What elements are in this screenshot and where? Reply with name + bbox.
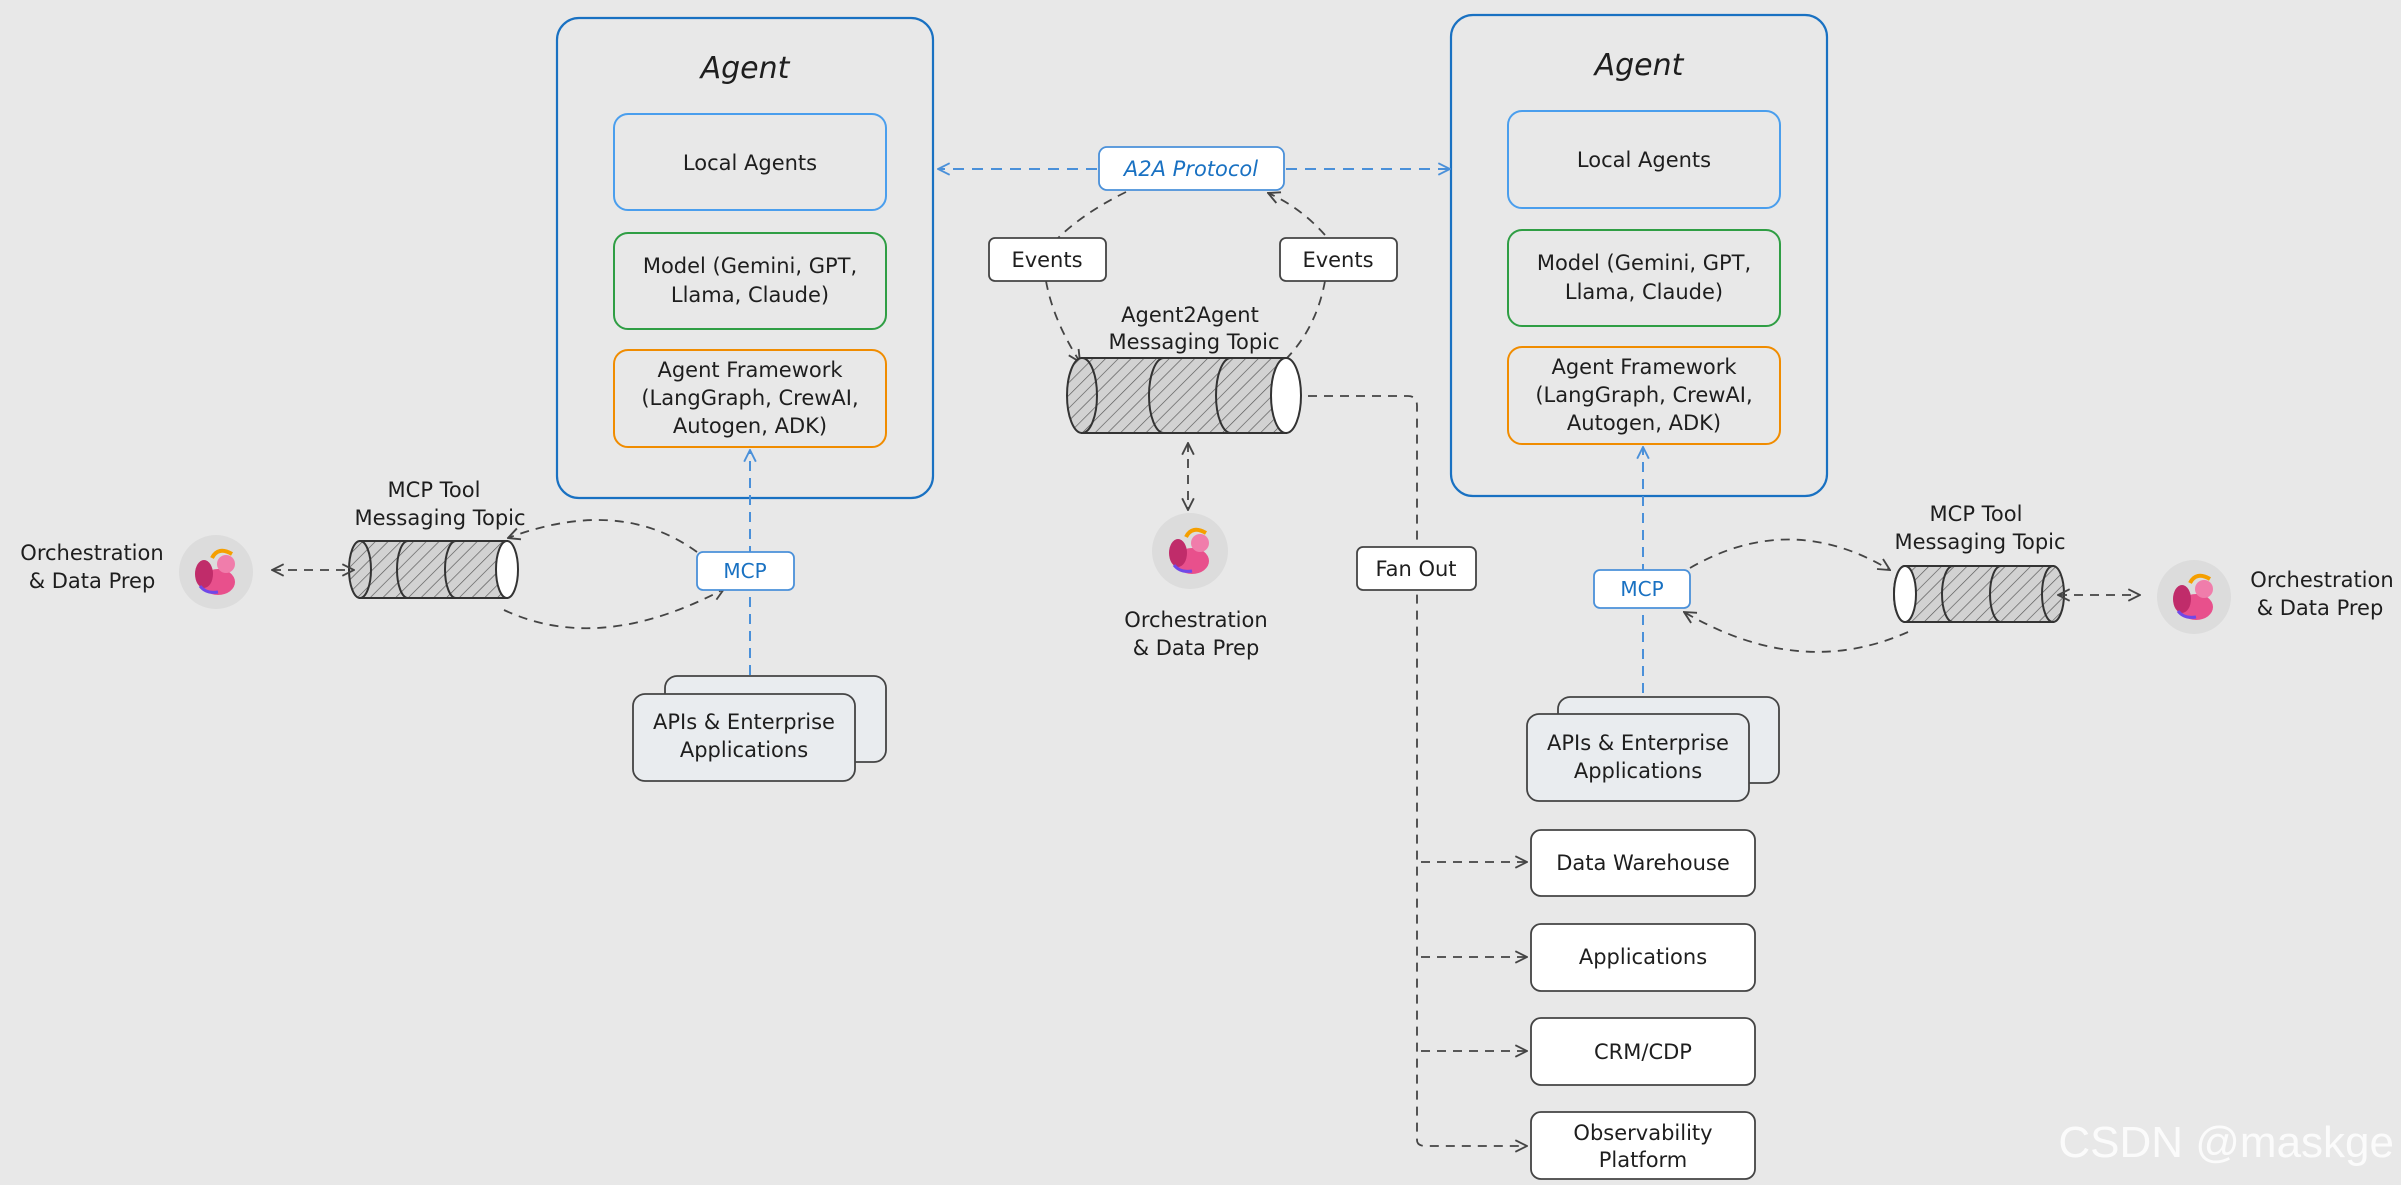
flink-squirrel-icon-left xyxy=(179,535,253,609)
svg-text:APIs & Enterprise: APIs & Enterprise xyxy=(653,710,835,734)
svg-text:Llama, Claude): Llama, Claude) xyxy=(1565,280,1723,304)
svg-text:Applications: Applications xyxy=(680,738,808,762)
apis-stack-right[interactable]: APIs & Enterprise Applications xyxy=(1526,696,1780,802)
svg-text:(LangGraph, CrewAI,: (LangGraph, CrewAI, xyxy=(641,386,858,410)
mcp-topic-left-cylinder-icon[interactable] xyxy=(348,540,519,599)
orchestration-label-center-line1: Orchestration xyxy=(1124,608,1267,632)
mcp-box-left[interactable]: MCP xyxy=(696,551,795,591)
a2a-topic-cylinder-icon[interactable] xyxy=(1066,357,1302,434)
svg-text:Local Agents: Local Agents xyxy=(1577,148,1711,172)
a2a-protocol-box[interactable]: A2A Protocol xyxy=(1098,146,1285,191)
svg-text:CRM/CDP: CRM/CDP xyxy=(1594,1040,1692,1064)
svg-text:Agent Framework: Agent Framework xyxy=(1551,355,1737,379)
crm-cdp-box[interactable]: CRM/CDP xyxy=(1530,1017,1756,1086)
fan-out-lines xyxy=(1308,395,1527,1146)
agent-left: Agent Local Agents Model (Gemini, GPT, L… xyxy=(555,16,935,500)
svg-text:Model (Gemini, GPT,: Model (Gemini, GPT, xyxy=(643,254,857,278)
framework-box-right[interactable]: Agent Framework (LangGraph, CrewAI, Auto… xyxy=(1507,346,1781,445)
svg-text:Llama, Claude): Llama, Claude) xyxy=(671,283,829,307)
svg-text:Applications: Applications xyxy=(1574,759,1702,783)
orchestration-label-right-line1: Orchestration xyxy=(2250,568,2393,592)
events-connectors xyxy=(1045,191,1326,362)
orchestration-label-left-line1: Orchestration xyxy=(20,541,163,565)
svg-text:MCP: MCP xyxy=(1620,577,1663,601)
svg-text:Applications: Applications xyxy=(1579,945,1707,969)
svg-text:Autogen, ADK): Autogen, ADK) xyxy=(673,414,827,438)
svg-text:Autogen, ADK): Autogen, ADK) xyxy=(1567,411,1721,435)
svg-text:Events: Events xyxy=(1302,248,1373,272)
local-agents-box-right[interactable]: Local Agents xyxy=(1507,110,1781,209)
svg-text:Data Warehouse: Data Warehouse xyxy=(1556,851,1730,875)
svg-text:Model (Gemini, GPT,: Model (Gemini, GPT, xyxy=(1537,251,1751,275)
events-box-right[interactable]: Events xyxy=(1279,237,1398,282)
a2a-topic-label-line1: Agent2Agent xyxy=(1121,303,1259,327)
svg-text:Observability: Observability xyxy=(1573,1121,1712,1145)
mcp-topic-right-line2: Messaging Topic xyxy=(1894,530,2065,554)
svg-text:APIs & Enterprise: APIs & Enterprise xyxy=(1547,731,1729,755)
flink-squirrel-icon-center xyxy=(1152,513,1228,589)
events-box-left[interactable]: Events xyxy=(988,237,1107,282)
mcp-topic-left-line1: MCP Tool xyxy=(388,478,481,502)
applications-box[interactable]: Applications xyxy=(1530,923,1756,992)
framework-box-left[interactable]: Agent Framework (LangGraph, CrewAI, Auto… xyxy=(613,349,887,448)
svg-text:Events: Events xyxy=(1011,248,1082,272)
svg-text:MCP: MCP xyxy=(723,559,766,583)
a2a-topic-label-line2: Messaging Topic xyxy=(1108,330,1279,354)
csdn-watermark: CSDN @maskge xyxy=(2058,1118,2394,1167)
data-warehouse-box[interactable]: Data Warehouse xyxy=(1530,829,1756,897)
fan-out-box[interactable]: Fan Out xyxy=(1356,546,1477,591)
svg-text:Platform: Platform xyxy=(1599,1148,1688,1172)
mcp-topic-left-line2: Messaging Topic xyxy=(354,506,525,530)
orchestration-label-left-line2: & Data Prep xyxy=(29,569,156,593)
mcp-box-right[interactable]: MCP xyxy=(1593,569,1691,609)
model-box-right[interactable]: Model (Gemini, GPT, Llama, Claude) xyxy=(1507,229,1781,327)
observability-platform-box[interactable]: Observability Platform xyxy=(1530,1111,1756,1180)
svg-text:(LangGraph, CrewAI,: (LangGraph, CrewAI, xyxy=(1535,383,1752,407)
svg-text:Agent Framework: Agent Framework xyxy=(657,358,843,382)
mcp-topic-right-line1: MCP Tool xyxy=(1930,502,2023,526)
mcp-topic-right-cylinder-icon[interactable] xyxy=(1893,565,2065,623)
model-box-left[interactable]: Model (Gemini, GPT, Llama, Claude) xyxy=(613,232,887,330)
apis-stack-left[interactable]: APIs & Enterprise Applications xyxy=(632,675,887,782)
mcp-left-curves xyxy=(503,519,724,630)
orchestration-label-right-line2: & Data Prep xyxy=(2257,596,2384,620)
svg-text:Local Agents: Local Agents xyxy=(683,151,817,175)
agent-left-title: Agent xyxy=(699,51,791,86)
flink-squirrel-icon-right xyxy=(2157,560,2231,634)
orchestration-label-center-line2: & Data Prep xyxy=(1133,636,1260,660)
svg-text:A2A Protocol: A2A Protocol xyxy=(1122,157,1258,181)
local-agents-box-left[interactable]: Local Agents xyxy=(613,113,887,211)
svg-text:Fan Out: Fan Out xyxy=(1375,557,1456,581)
mcp-right-curves xyxy=(1684,538,1909,653)
agent-right-title: Agent xyxy=(1593,48,1685,83)
agent-right: Agent Local Agents Model (Gemini, GPT, L… xyxy=(1449,13,1829,498)
